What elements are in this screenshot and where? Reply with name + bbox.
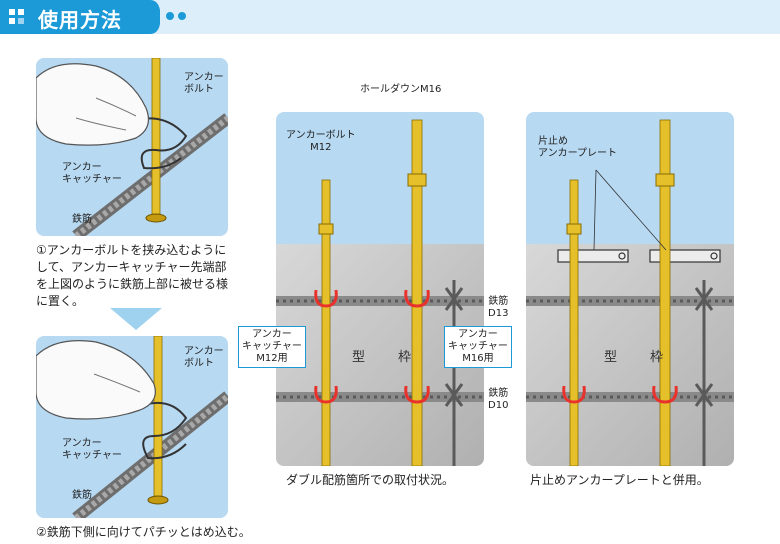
anchor-bolt xyxy=(566,179,582,466)
page-title: 使用方法 xyxy=(38,8,122,32)
rebar-lower xyxy=(526,392,734,402)
rebar-d10 xyxy=(276,392,484,402)
section-header: 使用方法 xyxy=(0,0,780,34)
label-anchor-bolt-m12: アンカーボルト M12 xyxy=(286,130,356,153)
plate-leader-lines xyxy=(593,169,667,251)
header-banner xyxy=(0,0,780,34)
label-formwork: 型 枠 xyxy=(352,350,422,365)
step1-label-anchor-catcher: アンカー キャッチャー xyxy=(62,162,122,185)
rebar-vertical xyxy=(694,280,714,466)
double-rebar-caption: ダブル配筋箇所での取付状況。 xyxy=(286,473,455,487)
step1-label-anchor-bolt: アンカー ボルト xyxy=(184,72,224,95)
holddown xyxy=(655,119,675,466)
label-formwork-2: 型 枠 xyxy=(604,350,674,365)
grid-squares-icon xyxy=(9,9,24,24)
step2-illustration xyxy=(36,336,228,518)
catchers xyxy=(562,385,678,404)
step1-illustration xyxy=(36,58,228,236)
rebar-d13 xyxy=(276,296,484,306)
down-arrow-icon xyxy=(110,308,162,330)
double-rebar-diagram xyxy=(276,112,484,466)
step2-caption: ②鉄筋下側に向けてパチッとはめ込む。 xyxy=(36,525,251,539)
rebar-upper xyxy=(526,296,734,306)
label-rebar-d10: 鉄筋 D10 xyxy=(488,388,509,411)
callout-catcher-m16: アンカー キャッチャー M16用 xyxy=(444,326,512,368)
dots-icon xyxy=(166,12,186,20)
label-holddown-m16: ホールダウンM16 xyxy=(360,84,442,95)
step2-label-anchor-bolt: アンカー ボルト xyxy=(184,346,224,369)
label-rebar-d13: 鉄筋 D13 xyxy=(488,296,509,319)
step2-label-anchor-catcher: アンカー キャッチャー xyxy=(62,438,122,461)
label-anchor-plate: 片止め アンカープレート xyxy=(538,136,617,159)
step2-label-rebar: 鉄筋 xyxy=(72,490,92,501)
formwork xyxy=(526,244,734,466)
step1-label-rebar: 鉄筋 xyxy=(72,214,92,225)
step1-caption: ①アンカーボルトを挟み込むようにして、アンカーキャッチャー先端部を上図のように鉄… xyxy=(36,243,229,308)
plate-diagram xyxy=(526,112,734,466)
catchers xyxy=(314,289,430,404)
anchor-bolt-m12 xyxy=(318,179,334,466)
plate-caption: 片止めアンカープレートと併用。 xyxy=(530,473,709,487)
callout-catcher-m12: アンカー キャッチャー M12用 xyxy=(238,326,306,368)
holddown-m16 xyxy=(407,119,427,466)
rebar-vertical xyxy=(444,280,464,466)
